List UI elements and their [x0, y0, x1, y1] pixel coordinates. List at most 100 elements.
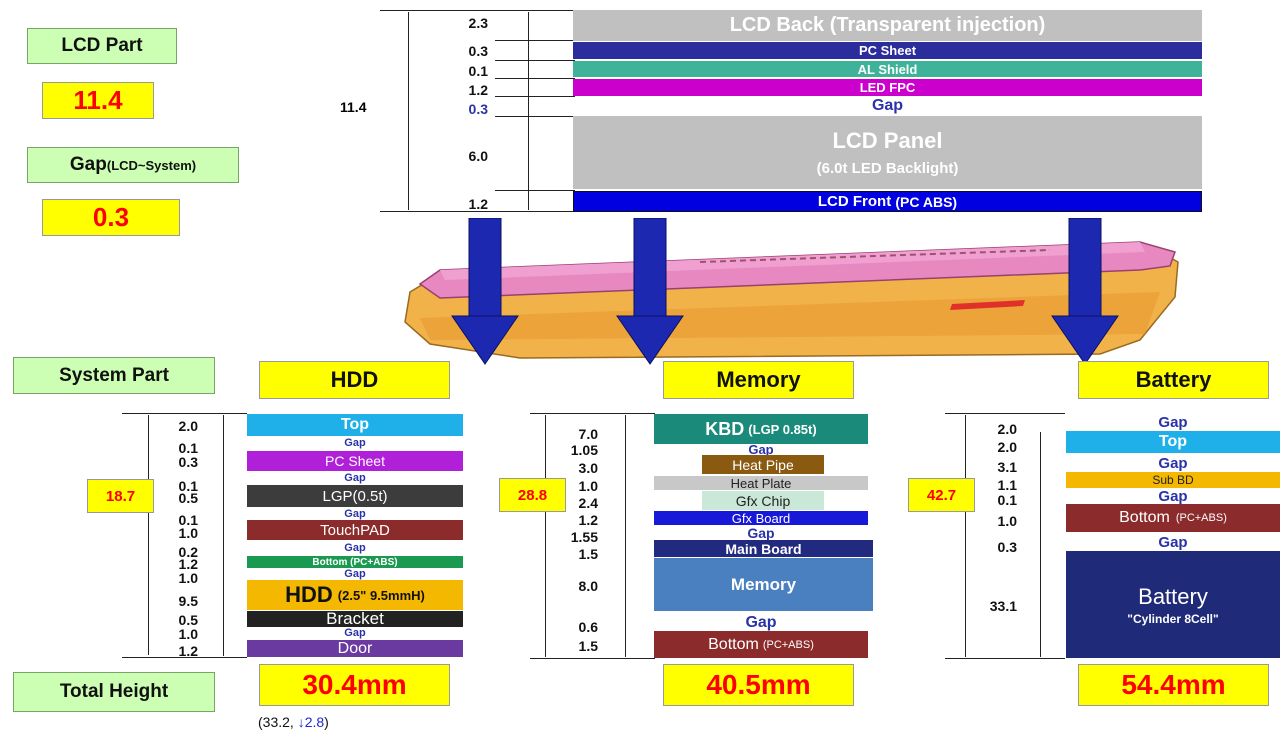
hdd-num: 0.5	[178, 490, 198, 506]
lcd-front-sub: (PC ABS)	[895, 193, 958, 210]
memory-bottom-layer: Bottom (PC+ABS)	[654, 631, 868, 658]
lcd-part-value: 11.4	[42, 82, 154, 119]
battery-layer-sub: "Cylinder 8Cell"	[1127, 611, 1219, 626]
hdd-gap-label: Gap	[344, 472, 366, 484]
lcd-num: 0.3	[468, 43, 488, 59]
hdd-bottom-layer: Bottom (PC+ABS)	[247, 556, 463, 568]
hdd-total: 30.4mm	[259, 664, 450, 706]
lcd-num: 6.0	[468, 148, 488, 164]
battery-gap-label: Gap	[1158, 455, 1188, 472]
door-layer: Door	[247, 640, 463, 657]
memory-num: 7.0	[578, 426, 598, 442]
lcd-num: 2.3	[468, 15, 488, 31]
gap-label-sub: (LCD~System)	[106, 157, 197, 173]
hdd-gap-label: Gap	[344, 437, 366, 449]
memory-num: 3.0	[578, 460, 598, 476]
al-shield-layer: AL Shield	[573, 61, 1202, 77]
memory-layer: Memory	[654, 558, 873, 611]
memory-gap-label: Gap	[748, 442, 774, 457]
kbd-sub: (LGP 0.85t)	[748, 421, 817, 437]
hdd-num: 0.5	[178, 612, 198, 628]
hdd-num: 0.3	[178, 454, 198, 470]
lcd-num: 0.1	[468, 63, 488, 79]
memory-num: 0.6	[578, 619, 598, 635]
memory-bottom-text: Bottom	[708, 635, 759, 653]
battery-title: Battery	[1078, 361, 1269, 399]
hdd-top-layer: Top	[247, 414, 463, 436]
hdd-num: 0.1	[178, 440, 198, 456]
down-arrow-icon	[1051, 218, 1119, 365]
battery-side-value: 42.7	[908, 478, 975, 512]
hdd-gap-label: Gap	[344, 568, 366, 580]
memory-gap-label: Gap	[747, 525, 775, 541]
led-fpc-layer: LED FPC	[573, 79, 1202, 96]
hdd-num: 0.2	[178, 544, 198, 560]
hdd-gap-label: Gap	[344, 508, 366, 520]
lcd-num: 0.3	[468, 101, 488, 117]
total-height-label: Total Height	[13, 672, 215, 712]
battery-layer: Battery "Cylinder 8Cell"	[1066, 551, 1280, 658]
hdd-layer-text: HDD	[285, 582, 333, 607]
hdd-num: 0.1	[178, 512, 198, 528]
lcd-panel-text: LCD Panel	[832, 128, 943, 153]
memory-bottom-sub: (PC+ABS)	[762, 638, 814, 651]
lcd-num: 1.2	[468, 82, 488, 98]
battery-num: 1.1	[997, 477, 1017, 493]
gap-value: 0.3	[42, 199, 180, 236]
hdd-num: 0.1	[178, 478, 198, 494]
kbd-layer: KBD (LGP 0.85t)	[654, 414, 868, 444]
gap-lcd-system-label: Gap (LCD~System)	[27, 147, 239, 183]
battery-num: 2.0	[997, 421, 1017, 437]
hdd-num: 1.0	[178, 570, 198, 586]
battery-bottom-layer: Bottom (PC+ABS)	[1066, 504, 1280, 532]
down-arrow-icon	[616, 218, 684, 365]
memory-num: 1.5	[578, 546, 598, 562]
gap-label-text: Gap	[69, 154, 107, 175]
memory-num: 8.0	[578, 578, 598, 594]
battery-bottom-text: Bottom	[1119, 509, 1170, 526]
battery-layer-text: Battery	[1138, 583, 1208, 609]
battery-gap-label: Gap	[1158, 534, 1188, 551]
memory-gap-label: Gap	[745, 614, 777, 631]
lgp-layer: LGP(0.5t)	[247, 485, 463, 507]
lcd-panel-sub: (6.0t LED Backlight)	[816, 160, 959, 177]
lcd-front-layer: LCD Front (PC ABS)	[573, 191, 1202, 212]
memory-num: 1.0	[578, 478, 598, 494]
battery-num: 0.3	[997, 539, 1017, 555]
laptop-illustration	[404, 241, 1179, 359]
hdd-title: HDD	[259, 361, 450, 399]
lcd-part-label: LCD Part	[27, 28, 177, 64]
main-board-layer: Main Board	[654, 540, 873, 557]
memory-num: 1.5	[578, 638, 598, 654]
touchpad-layer: TouchPAD	[247, 520, 463, 540]
hdd-layer-sub: (2.5" 9.5mmH)	[337, 587, 425, 603]
battery-num: 33.1	[989, 598, 1017, 614]
hdd-num: 2.0	[178, 418, 198, 434]
hdd-note-arrow: ↓2.8	[297, 714, 325, 730]
gfx-board-layer: Gfx Board	[654, 511, 868, 525]
hdd-num: 1.0	[178, 525, 198, 541]
lcd-total-num: 11.4	[340, 99, 367, 115]
lcd-front-text: LCD Front	[817, 193, 892, 210]
hdd-gap-label: Gap	[344, 627, 366, 639]
down-arrow-icon	[451, 218, 519, 365]
hdd-side-value: 18.7	[87, 479, 154, 513]
gfx-chip-layer: Gfx Chip	[702, 491, 824, 510]
lcd-panel-layer: LCD Panel (6.0t LED Backlight)	[573, 116, 1202, 189]
hdd-num: 1.0	[178, 626, 198, 642]
hdd-gap-label: Gap	[344, 542, 366, 554]
hdd-num: 1.2	[178, 643, 198, 659]
hdd-pc-sheet-layer: PC Sheet	[247, 451, 463, 471]
battery-num: 2.0	[997, 439, 1017, 455]
battery-bottom-sub: (PC+ABS)	[1175, 512, 1227, 524]
hdd-note-suffix: )	[324, 714, 329, 730]
bracket-layer: Bracket	[247, 611, 463, 627]
hdd-note-prefix: (33.2,	[258, 714, 298, 730]
battery-gap-label: Gap	[1158, 488, 1188, 505]
memory-num: 1.2	[578, 512, 598, 528]
system-part-label: System Part	[13, 357, 215, 394]
heat-pipe-layer: Heat Pipe	[702, 455, 824, 474]
memory-title: Memory	[663, 361, 854, 399]
battery-num: 0.1	[997, 492, 1017, 508]
hdd-num: 9.5	[178, 593, 198, 609]
